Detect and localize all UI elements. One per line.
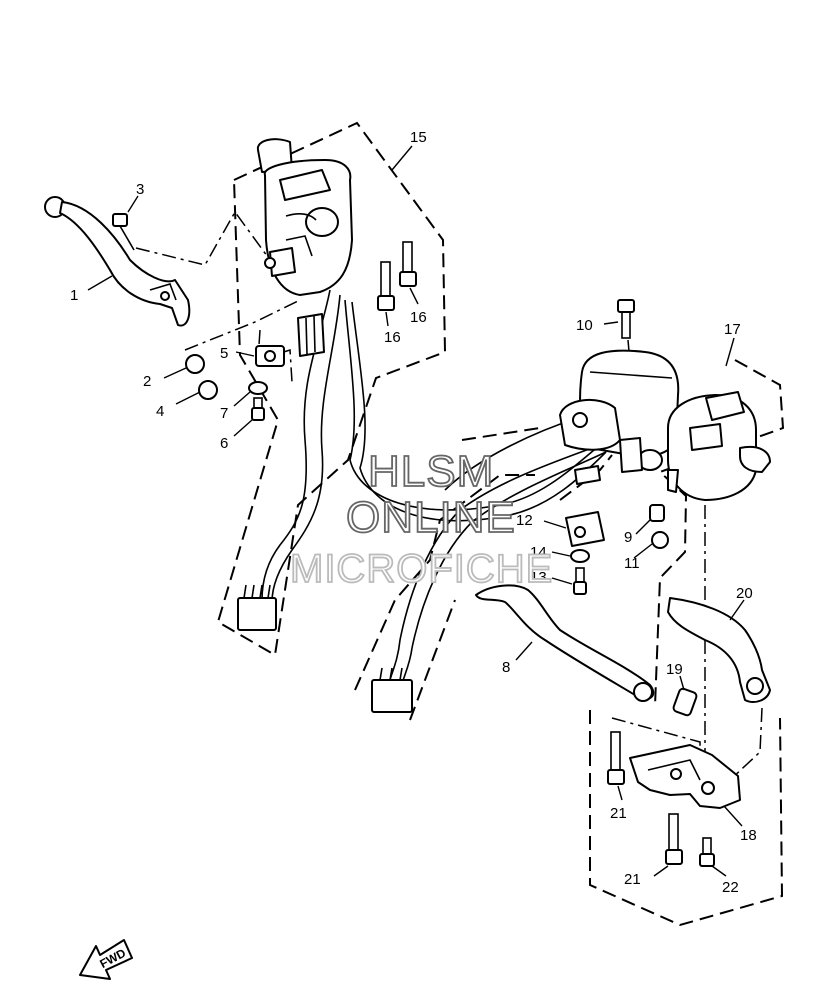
fwd-arrow: FWD (79, 939, 133, 980)
collar-9 (649, 504, 665, 522)
assembly-17-outline (559, 454, 613, 501)
callout-14: 14 (530, 544, 547, 561)
leader-lines (87, 145, 745, 877)
callout-7: 7 (220, 405, 228, 422)
callout-15: 15 (410, 129, 427, 146)
callout-18: 18 (740, 827, 757, 844)
bolt-21b (665, 813, 683, 865)
screw-22 (699, 837, 715, 867)
lever-bracket-outline (589, 710, 784, 927)
right-wire-harness (371, 417, 607, 713)
callout-5: 5 (220, 345, 228, 362)
watermark: HLSM ONLINE MICROFICHE (289, 446, 553, 592)
left-handlebar-switch (256, 138, 353, 357)
callout-16-lower: 16 (384, 329, 401, 346)
align-line-20 (729, 707, 763, 781)
watermark-line-2: ONLINE (346, 493, 516, 542)
callout-16-upper: 16 (410, 309, 427, 326)
align-line-3 (135, 210, 271, 266)
callout-10: 10 (576, 317, 593, 334)
watermark-line-1: HLSM (368, 447, 494, 496)
callout-2: 2 (143, 373, 151, 390)
nut-11 (651, 531, 669, 549)
front-lever (475, 584, 655, 702)
assembly-15-outline (216, 121, 447, 657)
switch-12 (565, 511, 605, 547)
left-wire-harness (237, 289, 607, 631)
align-line-2 (184, 299, 301, 351)
cable-dash-mid (354, 474, 535, 691)
screw-13 (573, 567, 587, 595)
callout-19: 19 (666, 661, 683, 678)
bolt-16a (377, 261, 395, 311)
cable-dash-low (409, 599, 456, 721)
callout-6: 6 (220, 435, 228, 452)
bolt-3 (112, 213, 135, 251)
callout-11: 11 (624, 555, 640, 572)
callout-20: 20 (736, 585, 753, 602)
cable-dash-left (461, 427, 541, 441)
callout-labels: 1 2 3 4 5 6 7 8 9 10 11 12 13 14 15 16 1… (70, 129, 757, 896)
watermark-line-3: MICROFICHE (290, 547, 553, 591)
callout-13: 13 (530, 569, 547, 586)
collar-19 (672, 687, 698, 717)
callout-8: 8 (502, 659, 510, 676)
master-cylinder (559, 349, 680, 485)
callout-17: 17 (724, 321, 741, 338)
callout-22: 22 (722, 879, 739, 896)
washer-14 (570, 549, 590, 563)
right-handlebar-switch (667, 391, 771, 501)
callout-1: 1 (70, 287, 78, 304)
switch-5 (255, 345, 285, 367)
bolt-16b (399, 241, 417, 287)
callout-9: 9 (624, 529, 632, 546)
clutch-lever (667, 597, 771, 703)
align-line-19 (611, 717, 701, 760)
washer-7 (248, 381, 268, 395)
screw-6 (251, 397, 265, 421)
callout-4: 4 (156, 403, 164, 420)
callout-12: 12 (516, 512, 533, 529)
bolt-10 (617, 299, 635, 339)
callout-21-lower: 21 (624, 871, 641, 888)
lever-holder (629, 744, 741, 809)
collar-2 (185, 354, 205, 374)
bolt-21a (607, 731, 625, 785)
callout-3: 3 (136, 181, 144, 198)
brake-lever (44, 196, 191, 327)
nut-4 (198, 380, 218, 400)
callout-21-upper: 21 (610, 805, 627, 822)
